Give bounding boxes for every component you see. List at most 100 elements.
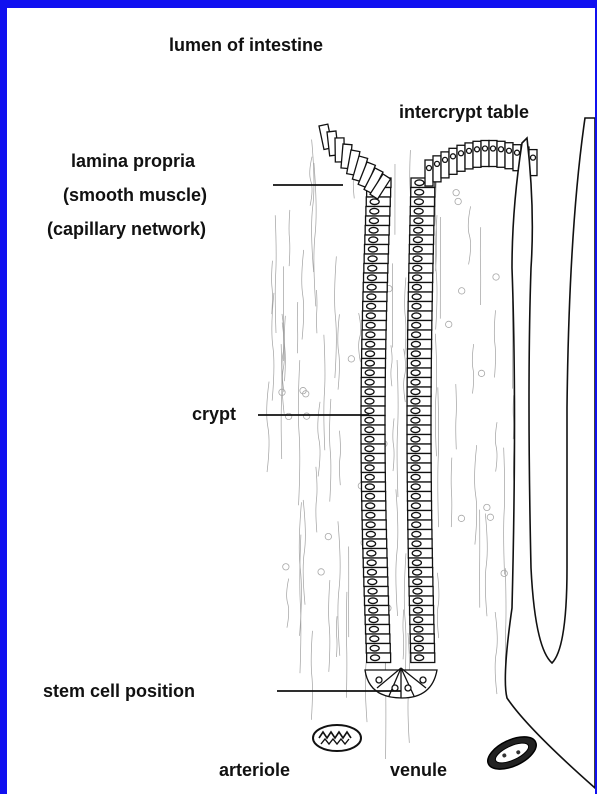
- fiber-stroke: [513, 395, 514, 439]
- lumen-label: lumen of intestine: [169, 34, 323, 56]
- cell-nucleus: [367, 541, 376, 547]
- tissue-cell-circle: [455, 198, 461, 204]
- cell-nucleus: [365, 455, 374, 461]
- cell-nucleus: [412, 313, 421, 319]
- cell-nucleus: [411, 493, 420, 499]
- cell-nucleus: [415, 189, 424, 195]
- fiber-stroke: [495, 612, 497, 694]
- venule-label: venule: [390, 759, 447, 781]
- cell-nucleus: [443, 157, 448, 162]
- fiber-stroke: [289, 210, 290, 266]
- cell-nucleus: [366, 332, 375, 338]
- cell-nucleus: [366, 522, 375, 528]
- cell-nucleus: [367, 303, 376, 309]
- cell-nucleus: [414, 218, 423, 224]
- cell-nucleus: [369, 227, 378, 233]
- fiber-stroke: [300, 535, 301, 674]
- fiber-stroke: [451, 458, 452, 527]
- fiber-stroke: [396, 489, 398, 616]
- fiber-stroke: [391, 345, 392, 386]
- cell-nucleus: [365, 436, 374, 442]
- cell-nucleus: [411, 465, 420, 471]
- tissue-cell-circle: [446, 321, 452, 327]
- fiber-stroke: [335, 256, 337, 378]
- smooth-muscle-label: (smooth muscle): [63, 184, 207, 206]
- cell-nucleus: [365, 360, 374, 366]
- tissue-cell-circle: [325, 533, 331, 539]
- fiber-stroke: [287, 579, 289, 628]
- cell-nucleus: [531, 155, 536, 160]
- fiber-stroke: [405, 278, 406, 356]
- fiber-stroke: [302, 250, 304, 340]
- cell-nucleus: [451, 154, 456, 159]
- cell-nucleus: [365, 379, 374, 385]
- fiber-stroke: [311, 631, 312, 720]
- fiber-stroke: [438, 387, 439, 527]
- diagram-frame: lumen of intestine intercrypt table lami…: [7, 8, 595, 794]
- cell-nucleus: [367, 275, 376, 281]
- villus-outline: [505, 118, 595, 788]
- cell-nucleus: [368, 588, 377, 594]
- cell-nucleus: [366, 531, 375, 537]
- fiber-stroke: [339, 431, 340, 486]
- fiber-stroke: [495, 422, 497, 471]
- tissue-cell-circle: [493, 274, 499, 280]
- fiber-stroke: [359, 313, 361, 362]
- cell-nucleus: [414, 208, 423, 214]
- lamina-propria-label: lamina propria: [71, 150, 195, 172]
- fiber-stroke: [404, 349, 406, 402]
- fiber-stroke: [312, 139, 314, 272]
- venule-shape: [483, 730, 541, 776]
- tissue-cell-circle: [453, 189, 459, 195]
- arteriole-label: arteriole: [219, 759, 290, 781]
- cell-nucleus: [367, 294, 376, 300]
- fiber-stroke: [310, 157, 312, 206]
- cell-nucleus: [366, 341, 375, 347]
- fiber-stroke: [267, 382, 269, 472]
- tissue-cell-circle: [484, 504, 490, 510]
- fiber-stroke: [303, 500, 305, 605]
- cell-nucleus: [414, 645, 423, 651]
- fiber-stroke: [338, 314, 340, 389]
- cell-nucleus: [367, 569, 376, 575]
- cell-nucleus: [414, 617, 423, 623]
- cell-nucleus: [413, 275, 422, 281]
- cell-nucleus: [467, 148, 472, 153]
- cell-nucleus: [411, 474, 420, 480]
- lamina-propria-cells: [279, 189, 508, 611]
- cell-nucleus: [413, 598, 422, 604]
- cell-nucleus: [366, 313, 375, 319]
- epithelial-cell: [465, 143, 473, 169]
- cell-nucleus: [371, 655, 380, 661]
- cell-nucleus: [412, 332, 421, 338]
- fiber-stroke: [324, 335, 325, 450]
- fiber-stroke: [494, 310, 495, 377]
- crypt-left-epithelium: [361, 178, 391, 663]
- fiber-stroke: [298, 360, 299, 505]
- cell-nucleus: [365, 370, 374, 376]
- cell-nucleus: [365, 398, 374, 404]
- cell-nucleus: [369, 218, 378, 224]
- tissue-cell-circle: [459, 288, 465, 294]
- tissue-cell-circle: [318, 569, 324, 575]
- cell-nucleus: [427, 166, 432, 171]
- cell-nucleus: [414, 626, 423, 632]
- tissue-cell-circle: [303, 413, 309, 419]
- cell-nucleus: [367, 284, 376, 290]
- cell-nucleus: [412, 294, 421, 300]
- cell-nucleus: [367, 560, 376, 566]
- cell-nucleus: [411, 370, 420, 376]
- fiber-stroke: [275, 215, 276, 333]
- cell-nucleus: [368, 265, 377, 271]
- cell-nucleus: [366, 351, 375, 357]
- epithelial-cell: [457, 145, 465, 171]
- epithelial-cell: [473, 141, 481, 167]
- epithelial-cell: [425, 160, 433, 186]
- cell-nucleus: [414, 636, 423, 642]
- intercrypt-table-label: intercrypt table: [399, 101, 529, 123]
- cell-nucleus: [413, 256, 422, 262]
- fiber-stroke: [468, 206, 470, 264]
- cell-nucleus: [368, 579, 377, 585]
- cell-nucleus: [365, 417, 374, 423]
- cell-nucleus: [366, 322, 375, 328]
